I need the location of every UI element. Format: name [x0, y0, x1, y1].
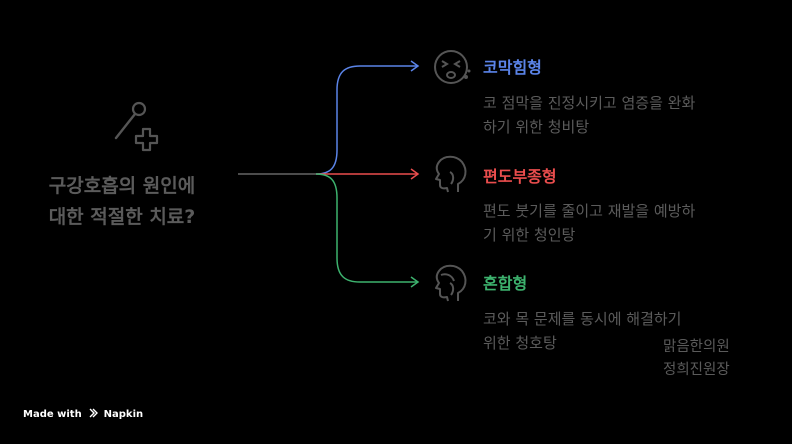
- connector-mixed: [315, 173, 418, 283]
- napkin-brand: Napkin: [103, 409, 144, 420]
- swab-medical-cross-icon: [114, 101, 159, 152]
- branch-desc-tonsil: 편도 붓기를 줄이고 재발을 예방하 기 위한 청인탕: [483, 199, 695, 247]
- nose-throat-profile-icon: [435, 264, 467, 302]
- napkin-logo-icon: [89, 408, 99, 418]
- made-with-napkin: Made with Napkin: [23, 408, 143, 420]
- branch-desc-nasal-text: 코 점막을 진정시키고 염증을 완화 하기 위한 청비탕: [483, 94, 696, 136]
- branch-desc-mixed-text: 코와 목 문제를 동시에 해결하기 위한 청호탕: [483, 310, 682, 352]
- branch-title-nasal-text: 코막힘형: [483, 58, 542, 77]
- branch-desc-nasal: 코 점막을 진정시키고 염증을 완화 하기 위한 청비탕: [483, 91, 695, 139]
- branch-title-mixed-text: 혼합형: [483, 274, 528, 293]
- throat-profile-icon: [435, 155, 467, 193]
- credit-clinic: 맑음한의원: [663, 339, 730, 355]
- branch-title-tonsil-text: 편도부종형: [483, 167, 557, 186]
- branch-title-tonsil: 편도부종형: [483, 163, 557, 187]
- branch-title-nasal: 코막힘형: [483, 54, 542, 78]
- branch-title-mixed: 혼합형: [483, 270, 527, 294]
- main-question-text: 구강호흡의 원인에 대한 적절한 치료?: [48, 175, 196, 228]
- made-with-label: Made with: [23, 409, 82, 420]
- main-question: 구강호흡의 원인에 대한 적절한 치료?: [18, 171, 226, 233]
- credit-person: 정희진원장: [663, 362, 730, 378]
- branch-desc-tonsil-text: 편도 붓기를 줄이고 재발을 예방하 기 위한 청인탕: [483, 202, 696, 244]
- arrowhead-nasal: [410, 60, 420, 72]
- arrowhead-tonsil: [410, 168, 420, 180]
- arrowhead-mixed: [410, 276, 420, 288]
- connector-nasal: [315, 65, 418, 175]
- branch-desc-mixed: 코와 목 문제를 동시에 해결하기 위한 청호탕: [483, 307, 681, 355]
- sneezing-face-icon: [434, 50, 471, 84]
- credit-block: 맑음한의원 정희진원장: [663, 336, 730, 382]
